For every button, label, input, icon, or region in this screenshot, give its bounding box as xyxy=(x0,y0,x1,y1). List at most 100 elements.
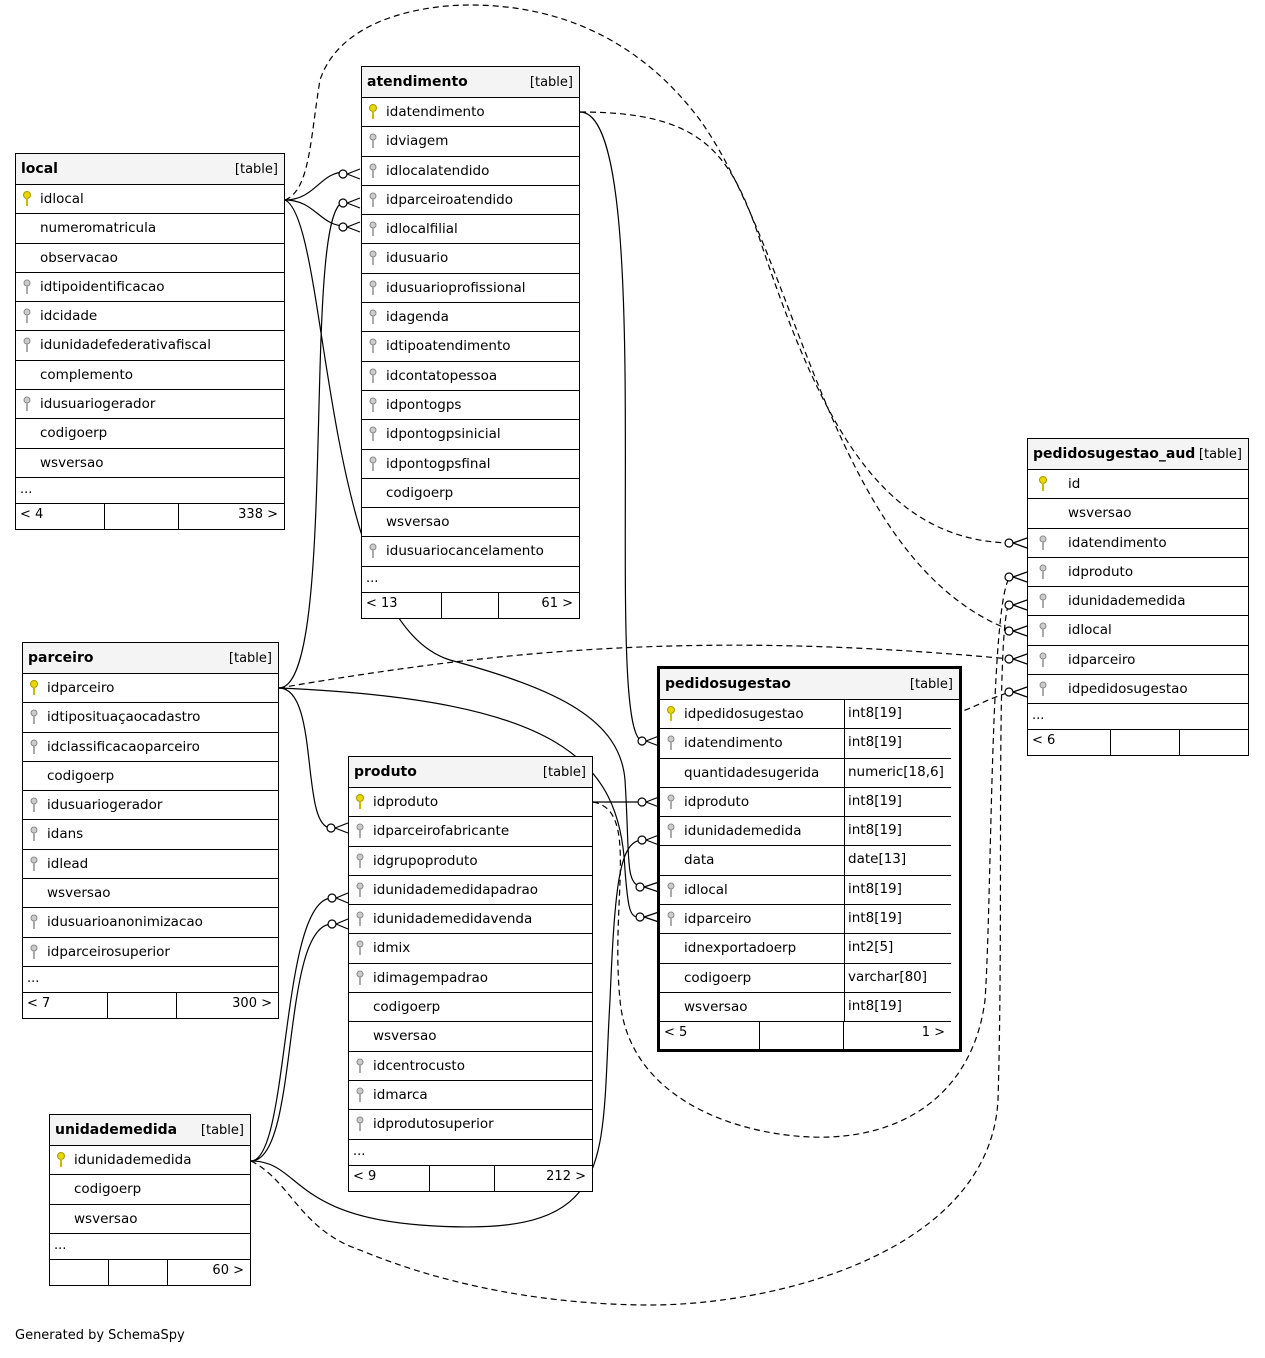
column-row[interactable]: numeromatricula xyxy=(16,214,284,244)
column-row[interactable]: idlocal xyxy=(16,185,284,215)
column-row[interactable]: idusuarioanonimizacao xyxy=(23,908,278,938)
children-count[interactable]: 212 > xyxy=(546,1168,586,1184)
column-row[interactable]: idprodutosuperior xyxy=(349,1110,592,1140)
column-row[interactable]: wsversao xyxy=(349,1022,592,1052)
column-row[interactable]: idcidade xyxy=(16,302,284,332)
table-unidademedida[interactable]: unidademedida [table] idunidademedida co… xyxy=(49,1114,251,1286)
rel-local-atendimento-localfilial xyxy=(284,199,346,227)
column-row[interactable]: codigoerp xyxy=(349,993,592,1023)
parents-count[interactable]: < 7 xyxy=(27,995,51,1011)
column-row[interactable]: codigoerp xyxy=(362,479,579,509)
parents-count[interactable]: < 5 xyxy=(664,1025,688,1041)
table-pedidosugestao-aud[interactable]: pedidosugestao_aud [table] id wsversao i… xyxy=(1027,438,1249,757)
column-row[interactable]: wsversao xyxy=(23,879,278,909)
column-row[interactable]: idpontogpsinicial xyxy=(362,420,579,450)
column-row[interactable]: idproduto xyxy=(1028,558,1248,588)
column-row[interactable]: idusuariogerador xyxy=(16,390,284,420)
column-row[interactable]: idatendimento xyxy=(362,98,579,128)
column-row[interactable]: wsversao xyxy=(50,1205,250,1234)
parents-count[interactable]: < 4 xyxy=(20,506,44,522)
primary-key-icon xyxy=(666,706,676,726)
children-count[interactable]: 61 > xyxy=(541,595,573,611)
column-name: idatendimento xyxy=(386,104,485,120)
column-row[interactable]: idproduto xyxy=(349,788,592,818)
primary-key-icon xyxy=(1038,476,1048,496)
column-row[interactable]: idpontogps xyxy=(362,391,579,421)
parents-count[interactable] xyxy=(50,1260,108,1285)
column-row[interactable]: idatendimento xyxy=(1028,529,1248,558)
column-row[interactable]: idviagem xyxy=(362,127,579,157)
table-produto[interactable]: produto [table] idproduto idparceirofabr… xyxy=(348,756,593,1192)
parents-count[interactable]: < 13 xyxy=(366,595,398,611)
column-row[interactable]: observacao xyxy=(16,244,284,273)
parents-count[interactable]: < 6 xyxy=(1032,733,1056,749)
column-row[interactable]: idimagempadrao xyxy=(349,964,592,994)
column-row[interactable]: idpontogpsfinal xyxy=(362,450,579,479)
column-row[interactable]: idparceirosuperior xyxy=(23,938,278,967)
column-row[interactable]: idunidademedidapadrao xyxy=(349,876,592,906)
parents-count[interactable]: < 9 xyxy=(353,1168,377,1184)
more-columns: ... xyxy=(50,1234,250,1260)
column-row[interactable]: idtipoidentificacao xyxy=(16,273,284,303)
children-count[interactable]: 1 > xyxy=(921,1025,945,1041)
column-row[interactable]: wsversao xyxy=(1028,499,1248,529)
column-row[interactable]: idusuario xyxy=(362,244,579,274)
column-row[interactable]: idans xyxy=(23,820,278,850)
table-local[interactable]: local [table] idlocal numeromatricula ob… xyxy=(15,153,285,530)
column-row[interactable]: idpedidosugestao xyxy=(1028,675,1248,705)
children-count[interactable]: 300 > xyxy=(232,995,272,1011)
column-row[interactable]: idagenda xyxy=(362,303,579,333)
column-row[interactable]: idusuarioprofissional xyxy=(362,274,579,304)
table-kind: [table] xyxy=(909,677,953,692)
column-row[interactable]: wsversao xyxy=(16,449,284,478)
column-row[interactable]: idparceirofabricante xyxy=(349,817,592,847)
column-row[interactable]: codigoerp xyxy=(50,1175,250,1205)
column-row[interactable]: idcontatopessoa xyxy=(362,362,579,391)
column-row[interactable]: idtiposituaçaocadastro xyxy=(23,703,278,733)
column-row[interactable]: idunidademedida xyxy=(50,1146,250,1176)
column-row[interactable]: codigoerp xyxy=(16,419,284,449)
children-count[interactable]: 338 > xyxy=(238,506,278,522)
column-row[interactable]: idgrupoproduto xyxy=(349,847,592,876)
column-row[interactable]: id xyxy=(1028,470,1248,500)
column-row[interactable]: idtipoatendimento xyxy=(362,332,579,362)
column-row[interactable]: idunidademedidavenda xyxy=(349,905,592,935)
column-row[interactable]: idclassificacaoparceiro xyxy=(23,733,278,762)
column-name: wsversao xyxy=(386,514,450,531)
column-row[interactable]: idunidademedida xyxy=(1028,587,1248,617)
column-row[interactable]: idparceiro xyxy=(23,674,278,704)
table-header: parceiro [table] xyxy=(23,643,278,674)
children-count[interactable] xyxy=(1180,730,1248,755)
column-row[interactable]: idlocal xyxy=(1028,616,1248,646)
column-row[interactable]: complemento xyxy=(16,361,284,391)
column-row[interactable]: idmarca xyxy=(349,1081,592,1111)
children-count[interactable]: 60 > xyxy=(212,1262,244,1278)
table-parceiro[interactable]: parceiro [table] idparceiro idtiposituaç… xyxy=(22,642,279,1019)
column-row[interactable]: idusuariocancelamento xyxy=(362,537,579,567)
column-row[interactable]: idusuariogerador xyxy=(23,791,278,821)
column-row[interactable]: idparceiroatendido xyxy=(362,186,579,216)
column-row[interactable]: idlocalatendido xyxy=(362,157,579,186)
column-row[interactable]: idunidadefederativafiscal xyxy=(16,331,284,361)
column-row[interactable]: idmix xyxy=(349,934,592,964)
column-row[interactable]: idcentrocusto xyxy=(349,1052,592,1081)
column-row[interactable]: idlead xyxy=(23,850,278,880)
column-name: idparceiro xyxy=(684,911,752,928)
column-row[interactable]: wsversao xyxy=(362,508,579,538)
column-row[interactable]: idlocalfilial xyxy=(362,215,579,245)
table-atendimento[interactable]: atendimento [table] idatendimento idviag… xyxy=(361,66,580,619)
column-row[interactable]: codigoerp xyxy=(23,762,278,792)
column-row[interactable]: idparceiro xyxy=(1028,646,1248,676)
